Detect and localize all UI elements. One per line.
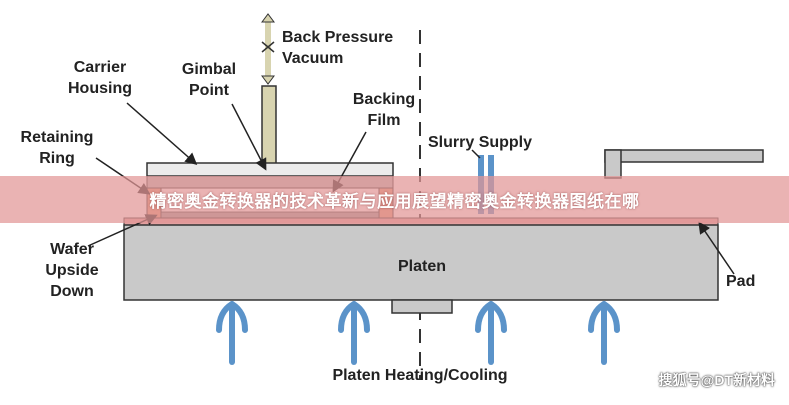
title-banner: 精密奥金转换器的技术革新与应用展望精密奥金转换器图纸在哪 [0,176,789,223]
leader-gimbal [231,103,267,171]
label-housing: Housing [68,80,132,97]
label-retaining: Retaining [20,129,94,146]
heating-arrow-3 [475,301,507,365]
conditioner-head [604,149,622,179]
back-pressure-arrow-down [261,75,275,85]
label-back-pressure: Back Pressure [282,29,394,46]
leader-slurry [471,149,481,159]
label-vacuum: Vacuum [282,50,344,67]
label-film: Film [367,112,401,129]
label-backing: Backing [352,91,416,108]
label-ring: Ring [39,150,75,167]
heating-arrows [216,301,620,365]
heating-arrow-1 [216,301,248,365]
leader-pad [698,221,735,275]
label-upside: Upside [45,262,99,279]
label-point: Point [189,82,229,99]
platen [123,224,719,301]
label-platen-heating-cooling: Platen Heating/Cooling [332,367,508,384]
watermark: 搜狐号@DT新材料 [658,372,775,388]
leader-carrier [126,102,198,165]
label-gimbal: Gimbal [181,61,237,78]
back-pressure-arrow-up [261,13,275,23]
heating-arrow-2 [338,301,370,365]
conditioner-arm [604,149,764,163]
gimbal-shaft [261,85,277,171]
banner-title: 精密奥金转换器的技术革新与应用展望精密奥金转换器图纸在哪 [149,192,640,211]
label-pad: Pad [726,273,756,290]
platen-shaft [391,299,453,314]
carrier-housing [146,162,394,177]
heating-arrow-4 [588,301,620,365]
label-slurry-supply: Slurry Supply [428,134,533,151]
label-platen: Platen [397,258,446,275]
label-down: Down [50,283,94,300]
label-carrier: Carrier [73,59,127,76]
label-wafer: Wafer [50,241,94,258]
back-pressure-x2 [261,41,275,53]
